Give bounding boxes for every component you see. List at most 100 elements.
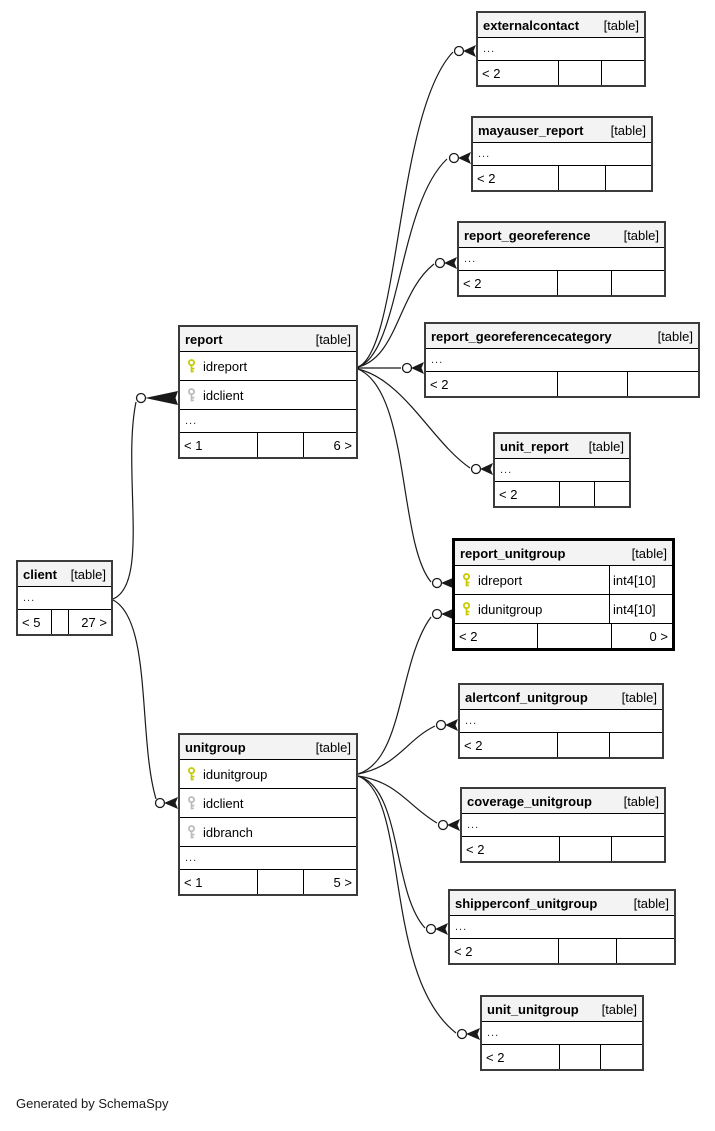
table-header[interactable]: coverage_unitgroup[table] [462, 789, 664, 814]
crow-foot-arrow [466, 1028, 480, 1040]
table-header[interactable]: shipperconf_unitgroup[table] [450, 891, 674, 916]
zero-or-more-circle [456, 1028, 468, 1040]
table-footer: < 2 [478, 61, 644, 85]
footer-children-count: < 2 [466, 841, 485, 857]
table-type-tag: [table] [623, 227, 659, 243]
zero-or-more-circle [434, 257, 446, 269]
collapsed-columns-ellipsis: ... [462, 814, 664, 837]
table-card-unit_unitgroup[interactable]: unit_unitgroup[table]...< 2 [480, 995, 644, 1071]
relationship-line [357, 725, 436, 775]
relationship-report-to-report_georeferencecategory [358, 362, 424, 374]
relationship-report-to-mayauser_report [357, 152, 471, 368]
column-name: idunitgroup [203, 766, 268, 782]
table-header[interactable]: mayauser_report[table] [473, 118, 651, 143]
zero-or-more-circle [425, 923, 437, 935]
footer-parents-count [600, 61, 644, 85]
column-type: int4[10] [609, 566, 672, 594]
footer-spacer [557, 939, 616, 963]
table-card-alertconf_unitgroup[interactable]: alertconf_unitgroup[table]...< 2 [458, 683, 664, 759]
crow-foot-arrow [480, 463, 493, 475]
table-card-unit_report[interactable]: unit_report[table]...< 2 [493, 432, 631, 508]
footer-children-count: < 2 [482, 65, 501, 81]
relationship-unitgroup-to-shipperconf_unitgroup [357, 775, 448, 935]
relationship-report-to-report_georeference [357, 257, 457, 368]
table-header[interactable]: externalcontact[table] [478, 13, 644, 38]
collapsed-columns-ellipsis: ... [495, 459, 629, 482]
table-header[interactable]: unitgroup[table] [180, 735, 356, 760]
collapsed-columns-ellipsis: ... [426, 349, 698, 372]
table-footer: < 2 [462, 837, 664, 861]
table-header[interactable]: unit_unitgroup [table] [482, 997, 642, 1022]
table-name[interactable]: shipperconf_unitgroup [455, 895, 598, 911]
table-type-tag: [table] [588, 438, 624, 454]
column-type: int4[10] [609, 595, 672, 623]
table-footer: < 2 [426, 372, 698, 396]
foreign-key-icon [186, 387, 203, 403]
table-card-report_georeference[interactable]: report_georeference[table]...< 2 [457, 221, 666, 297]
footer-children-count: < 2 [459, 628, 478, 644]
column-row-idclient: idclient [180, 381, 356, 410]
table-name[interactable]: unit_report [500, 438, 569, 454]
generated-by-note: Generated by SchemaSpy [16, 1096, 169, 1111]
footer-parents-count [594, 482, 629, 506]
table-name[interactable]: alertconf_unitgroup [465, 689, 588, 705]
footer-spacer [537, 624, 611, 648]
table-name[interactable]: mayauser_report [478, 122, 584, 138]
table-footer: < 2 [460, 733, 662, 757]
footer-spacer [556, 733, 610, 757]
table-name[interactable]: unit_unitgroup [487, 1001, 579, 1017]
table-header[interactable]: report_unitgroup [table] [455, 541, 672, 566]
table-name[interactable]: report [185, 331, 223, 347]
relationship-unitgroup-to-unit_unitgroup [357, 775, 480, 1040]
relationship-line [357, 368, 471, 469]
table-header[interactable]: report[table] [180, 327, 356, 352]
relationship-line [357, 775, 457, 1034]
table-name[interactable]: externalcontact [483, 17, 580, 33]
collapsed-columns-ellipsis: ... [180, 410, 356, 433]
footer-parents-count [611, 837, 664, 861]
crow-foot-arrow [411, 362, 424, 374]
table-card-mayauser_report[interactable]: mayauser_report[table]...< 2 [471, 116, 653, 192]
relationship-line [357, 51, 454, 368]
table-name[interactable]: coverage_unitgroup [467, 793, 592, 809]
table-name[interactable]: unitgroup [185, 739, 246, 755]
zero-or-more-circle [431, 608, 443, 620]
footer-spacer [558, 166, 604, 190]
table-type-tag: [table] [601, 1001, 637, 1017]
table-type-tag: [table] [631, 545, 667, 561]
table-name[interactable]: report_unitgroup [460, 545, 566, 561]
footer-children-count: < 2 [464, 737, 483, 753]
table-card-shipperconf_unitgroup[interactable]: shipperconf_unitgroup[table]...< 2 [448, 889, 676, 965]
primary-key-icon [461, 601, 478, 617]
table-header[interactable]: report_georeferencecategory [table] [426, 324, 698, 349]
primary-key-icon [186, 358, 203, 374]
table-header[interactable]: unit_report [table] [495, 434, 629, 459]
table-card-coverage_unitgroup[interactable]: coverage_unitgroup[table]... < 2 [460, 787, 666, 863]
table-name[interactable]: report_georeference [464, 227, 591, 243]
table-header[interactable]: client [table] [18, 562, 111, 587]
table-name[interactable]: client [23, 566, 57, 582]
relationship-line [112, 401, 137, 600]
table-type-tag: [table] [657, 328, 693, 344]
footer-parents-count: 27 > [68, 610, 111, 634]
footer-spacer [558, 1045, 601, 1069]
relationship-unitgroup-to-coverage_unitgroup [357, 775, 460, 831]
table-name[interactable]: report_georeferencecategory [431, 328, 612, 344]
table-card-externalcontact[interactable]: externalcontact[table]...< 2 [476, 11, 646, 87]
table-type-tag: [table] [70, 566, 106, 582]
table-header[interactable]: alertconf_unitgroup[table] [460, 685, 662, 710]
footer-children-count: < 2 [486, 1049, 505, 1065]
column-row-idbranch: idbranch [180, 818, 356, 847]
table-header[interactable]: report_georeference [table] [459, 223, 664, 248]
footer-children-count: < 5 [22, 614, 41, 630]
primary-key-icon [186, 766, 203, 782]
table-card-report_georeferencecategory[interactable]: report_georeferencecategory [table]...< 2 [424, 322, 700, 398]
